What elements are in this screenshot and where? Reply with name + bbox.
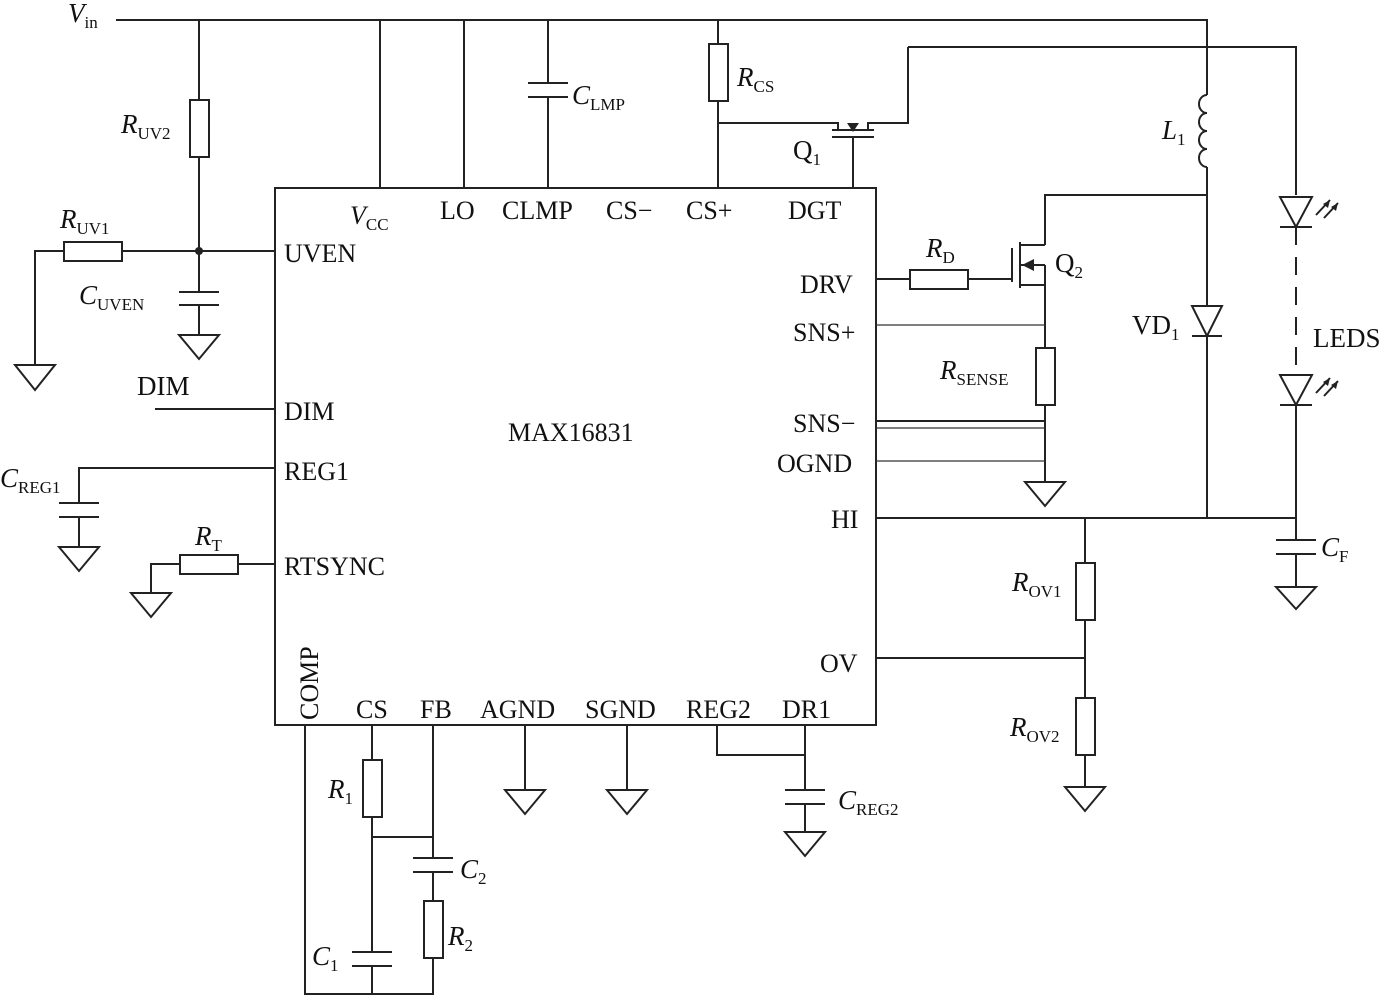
pin-vcc: VCC — [350, 201, 389, 234]
rt-ground-icon — [128, 592, 174, 619]
ruv2-label: RUV2 — [120, 109, 171, 143]
pin-clmp: CLMP — [502, 196, 573, 225]
c2-label: C2 — [460, 854, 487, 888]
rd-resistor — [909, 269, 969, 290]
q2-drain-wire — [1044, 194, 1207, 245]
pin-cs-minus: CS− — [606, 196, 652, 225]
pin-rtsync: RTSYNC — [284, 552, 385, 581]
r2-label: R2 — [447, 921, 473, 955]
rov2-label: ROV2 — [1009, 712, 1060, 746]
c2-capacitor — [413, 857, 453, 901]
vin-rail — [116, 19, 1208, 95]
clmp-label: CLMP — [572, 80, 625, 114]
l1-inductor — [1198, 94, 1208, 168]
q2-label: Q2 — [1055, 248, 1083, 282]
r1-resistor — [362, 759, 383, 818]
rcs-label: RCS — [736, 62, 774, 96]
ruv1-label: RUV1 — [59, 204, 110, 238]
pin-reg2: REG2 — [686, 695, 751, 724]
creg2-ground-icon — [782, 831, 828, 858]
rd-label: RD — [925, 233, 955, 267]
pin-agnd: AGND — [480, 695, 555, 724]
agnd-ground-icon — [502, 789, 548, 816]
rt-ground-wire — [150, 563, 180, 593]
cf-capacitor — [1276, 518, 1316, 587]
ruv1-ground-icon — [12, 364, 58, 392]
q2-transistor — [1011, 242, 1046, 348]
ruv1-resistor — [63, 241, 123, 262]
cuven-capacitor — [179, 291, 219, 335]
pin-sns-minus: SNS− — [793, 409, 855, 438]
l1-label: L1 — [1161, 115, 1186, 149]
cf-ground-icon — [1273, 586, 1319, 611]
rsense-label: RSENSE — [939, 355, 1008, 389]
pin-ognd: OGND — [777, 449, 852, 478]
pin-dr1: DR1 — [782, 695, 831, 724]
dim-label: DIM — [137, 371, 190, 401]
c1-label: C1 — [312, 941, 339, 975]
pin-fb: FB — [420, 695, 452, 724]
r1-label: R1 — [327, 774, 353, 808]
cuven-ground-icon — [176, 334, 222, 361]
pin-comp: COMP — [295, 646, 324, 720]
pin-sns-plus: SNS+ — [793, 318, 855, 347]
rt-resistor — [179, 554, 239, 575]
pin-ov: OV — [820, 649, 858, 678]
rov2-ground-icon — [1062, 786, 1108, 813]
ruv1-ground-wire — [34, 250, 64, 365]
ruv2-resistor — [189, 99, 210, 158]
pin-lo: LO — [440, 196, 475, 225]
creg1-ground-icon — [56, 546, 102, 573]
clmp-capacitor — [528, 20, 568, 188]
led-top-wire — [908, 46, 1297, 195]
vd1-diode — [1190, 305, 1224, 518]
rov2-resistor — [1075, 697, 1096, 756]
vd1-label: VD1 — [1132, 310, 1180, 344]
pin-reg1: REG1 — [284, 457, 349, 486]
c1-capacitor — [352, 817, 392, 994]
cf-label: CF — [1321, 532, 1348, 566]
rov1-label: ROV1 — [1011, 567, 1062, 601]
pin-cs: CS — [356, 695, 388, 724]
r2-resistor — [423, 900, 444, 959]
led-2 — [1278, 374, 1339, 408]
creg1-capacitor — [59, 467, 275, 547]
q1-transistor — [718, 47, 909, 188]
creg1-label: CREG1 — [0, 463, 61, 497]
pin-sgnd: SGND — [585, 695, 656, 724]
led-1 — [1278, 196, 1339, 230]
comp-wire — [304, 725, 434, 995]
ic-body — [274, 187, 877, 726]
vin-label: Vin — [68, 0, 98, 32]
pin-uven: UVEN — [284, 239, 356, 268]
sgnd-ground-icon — [604, 789, 650, 816]
rov1-resistor — [1075, 562, 1096, 621]
q1-label: Q1 — [793, 135, 821, 169]
rcs-resistor — [708, 43, 729, 102]
leds-label: LEDS — [1313, 323, 1381, 353]
ognd-ground-icon — [1022, 481, 1068, 508]
pin-drv: DRV — [800, 270, 853, 299]
pin-dgt: DGT — [788, 196, 842, 225]
rd-gate-wire — [968, 248, 1013, 280]
creg2-capacitor — [785, 755, 825, 832]
pin-cs-plus: CS+ — [686, 196, 732, 225]
ic-name: MAX16831 — [508, 418, 634, 447]
reg2-dr1-wire — [716, 725, 806, 756]
cuven-label: CUVEN — [79, 280, 144, 314]
pin-hi: HI — [831, 505, 858, 534]
creg2-label: CREG2 — [838, 785, 899, 819]
pin-dim: DIM — [284, 397, 335, 426]
rsense-resistor — [1035, 347, 1056, 406]
rt-label: RT — [194, 521, 223, 555]
